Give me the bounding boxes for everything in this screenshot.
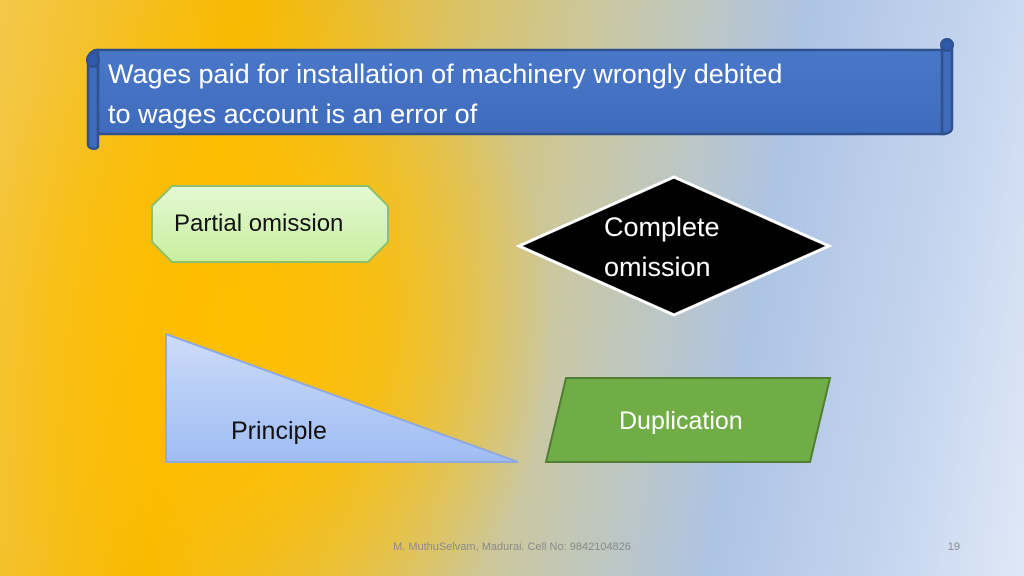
option-label: Complete omission <box>604 207 720 287</box>
question-line-1: Wages paid for installation of machinery… <box>108 59 783 89</box>
option-complete-omission[interactable]: Complete omission <box>516 174 832 318</box>
page-number: 19 <box>947 541 960 553</box>
triangle-shape <box>165 332 519 463</box>
footer-credit: M. MuthuSelvam, Madurai. Cell No: 984210… <box>393 541 631 553</box>
question-text: Wages paid for installation of machinery… <box>108 54 928 134</box>
option-duplication[interactable]: Duplication <box>544 376 832 464</box>
option-label: Principle <box>231 417 327 445</box>
question-banner: Wages paid for installation of machinery… <box>84 38 956 150</box>
question-line-2: to wages account is an error of <box>108 99 478 129</box>
option-partial-omission[interactable]: Partial omission <box>150 184 390 264</box>
option-label-line-2: omission <box>604 252 711 282</box>
option-principle[interactable]: Principle <box>164 332 520 464</box>
option-label: Duplication <box>619 407 743 435</box>
option-label: Partial omission <box>174 210 344 237</box>
option-label-line-1: Complete <box>604 212 720 242</box>
parallelogram-shape <box>544 377 832 463</box>
diamond-shape <box>516 175 832 317</box>
octagon-shape <box>151 185 389 263</box>
scroll-banner-shape <box>86 38 954 150</box>
